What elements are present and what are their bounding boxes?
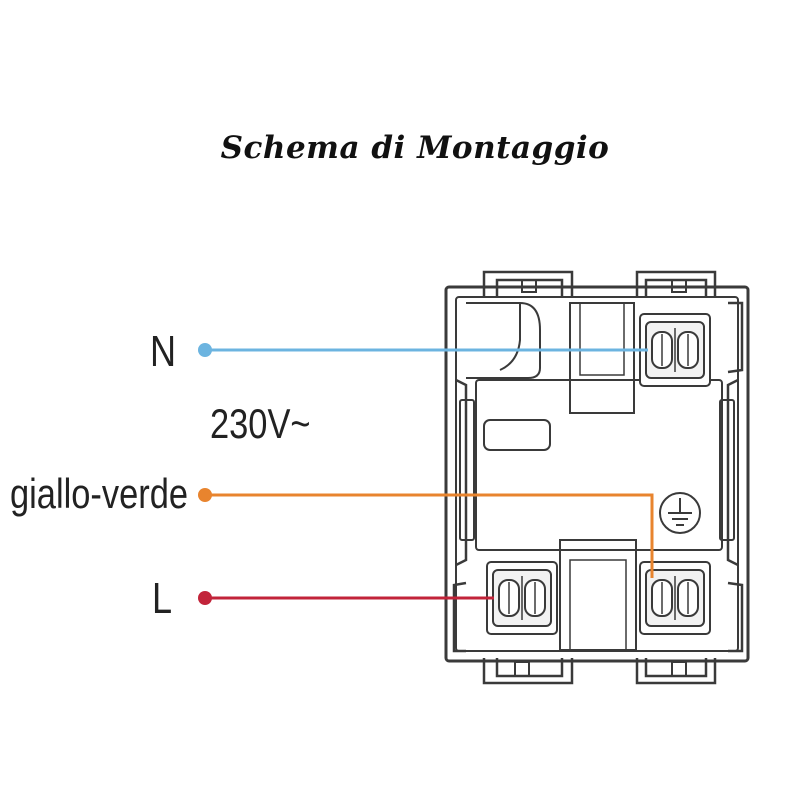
neutral-wire (198, 343, 648, 357)
terminal-block-top-right (639, 313, 711, 387)
earth-wire (198, 488, 654, 578)
terminal-block-bottom-left (486, 561, 558, 635)
label-neutral: N (150, 327, 177, 376)
socket-module (444, 270, 750, 685)
label-live: L (152, 574, 173, 623)
label-voltage: 230V~ (210, 400, 311, 447)
ground-icon (659, 492, 701, 534)
live-wire (198, 591, 494, 605)
diagram-title: Schema di Montaggio (220, 130, 610, 166)
label-earth: giallo-verde (10, 470, 189, 517)
